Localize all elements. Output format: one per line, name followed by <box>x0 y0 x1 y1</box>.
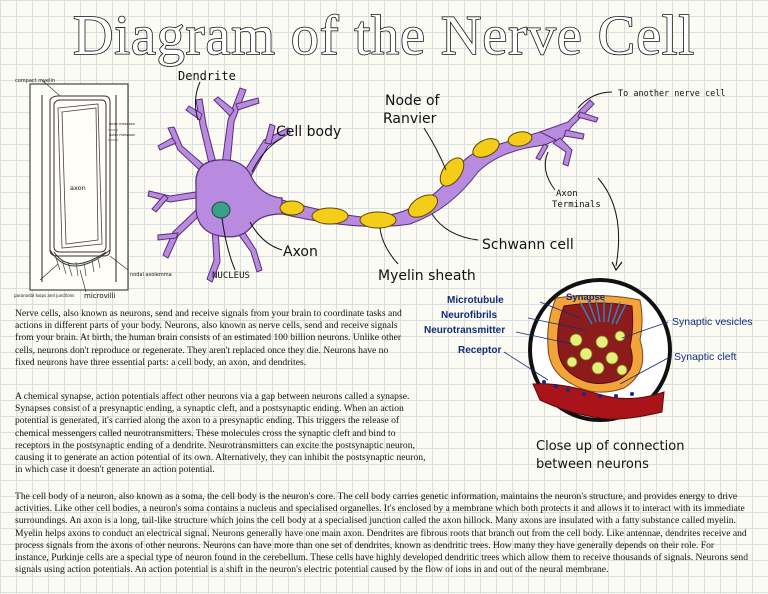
dendrites <box>147 87 291 283</box>
synapse-caption-line-2: between neurons <box>536 457 649 472</box>
postsynaptic-membrane <box>532 383 665 420</box>
axon-terminals <box>535 99 599 167</box>
inset-label-nodal-axolemma: nodal axolemma <box>130 272 172 278</box>
receptors <box>542 380 634 398</box>
label-schwann-cell: Schwann cell <box>482 237 574 253</box>
inset-label-inner-mesaxon: inner mesaxon <box>109 122 135 126</box>
page-title: Diagram of the Nerve Cell <box>72 4 696 68</box>
inset-label-paranodal-loops: paranodal loops and junctions <box>14 293 74 298</box>
synapse-closeup <box>503 278 672 422</box>
myelin-segments <box>279 131 533 229</box>
synapse-title: Synapse <box>566 292 605 303</box>
inset-label-microvilli: microvilli <box>84 292 116 300</box>
neuron-illustration <box>147 87 599 283</box>
label-microtubule: Microtubule <box>447 295 504 306</box>
label-synaptic-cleft: Synaptic cleft <box>674 351 737 363</box>
cell-body <box>195 159 283 238</box>
nucleus <box>211 201 231 219</box>
label-axon-terminals-1: Axon <box>556 189 578 199</box>
paragraph-synapse: A chemical synapse, action potentials af… <box>15 391 426 476</box>
paragraph-neurons: Nerve cells, also known as neurons, send… <box>15 308 402 368</box>
label-neurotransmitter: Neurotransmitter <box>424 325 505 336</box>
synaptic-vesicles <box>566 330 628 376</box>
label-synaptic-vesicles: Synaptic vesicles <box>672 316 753 328</box>
label-to-another-nerve-cell: To another nerve cell <box>618 89 725 99</box>
label-receptor: Receptor <box>458 345 501 356</box>
label-axon: Axon <box>283 244 318 260</box>
label-nucleus: NUCLEUS <box>212 271 250 281</box>
inset-label-axon: axon <box>70 184 86 192</box>
label-node-of-ranvier-1: Node of <box>385 93 441 109</box>
label-dendrite: Dendrite <box>178 69 236 83</box>
inset-label-outer-mesaxon: outer mesaxon <box>109 133 135 137</box>
synapse-caption-line-1: Close up of connection <box>536 439 684 454</box>
label-axon-terminals-2: Terminals <box>552 200 601 210</box>
inset-label-compact-myelin: compact myelin <box>15 78 55 84</box>
neurofibrils <box>579 299 627 325</box>
label-myelin-sheath: Myelin sheath <box>378 268 476 284</box>
neuron-leaders <box>194 81 623 272</box>
label-node-of-ranvier-2: Ranvier <box>383 111 437 127</box>
label-cell-body: Cell body <box>276 124 341 140</box>
myelin-inset: compact myelin axon inner mesaxon outer … <box>14 78 172 300</box>
label-neurofibrils: Neurofibrils <box>441 310 498 321</box>
paragraph-cell-body: The cell body of a neuron, also known as… <box>15 491 748 576</box>
